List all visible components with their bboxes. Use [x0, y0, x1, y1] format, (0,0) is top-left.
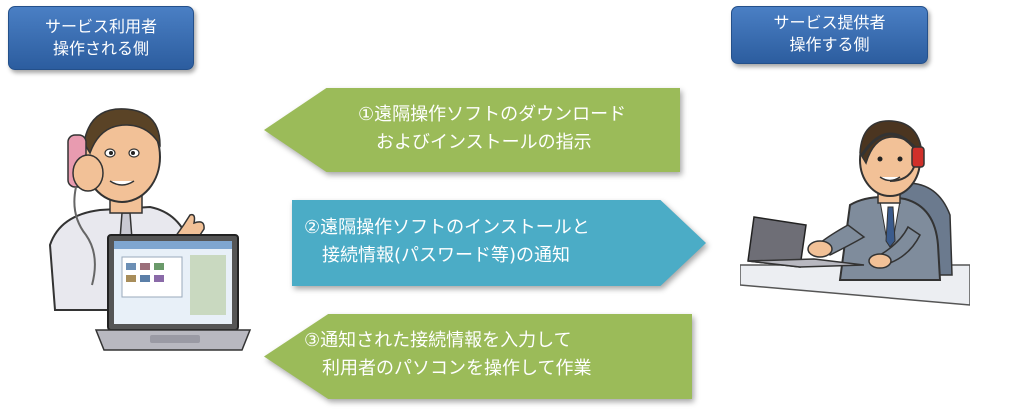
step3-line1: ③通知された接続情報を入力して [304, 330, 572, 351]
service-user-label: サービス利用者 操作される側 [8, 6, 194, 70]
step2-line1: ②遠隔操作ソフトのインストールと [304, 217, 590, 238]
step1-line2: およびインストールの指示 [376, 132, 592, 153]
service-provider-label: サービス提供者 操作する側 [731, 6, 928, 64]
service-provider-label-line2: 操作する側 [789, 35, 870, 54]
step3-arrow: ③通知された接続情報を入力して 利用者のパソコンを操作して作業 [264, 314, 692, 399]
step2-arrow: ②遠隔操作ソフトのインストールと 接続情報(パスワード等)の通知 [292, 200, 706, 286]
step1-line1: ①遠隔操作ソフトのダウンロード [358, 104, 627, 125]
service-provider-label-line1: サービス提供者 [773, 13, 886, 32]
step1-arrow: ①遠隔操作ソフトのダウンロード およびインストールの指示 [264, 88, 680, 172]
step2-line2: 接続情報(パスワード等)の通知 [322, 245, 571, 266]
right-arrow-shape [292, 200, 706, 286]
service-user-label-line1: サービス利用者 [44, 17, 157, 36]
service-user-label-line2: 操作される側 [52, 39, 149, 58]
left-arrow-shape [264, 88, 680, 172]
man-on-phone-with-laptop-icon [48, 108, 252, 351]
step2-text: ②遠隔操作ソフトのインストールと 接続情報(パスワード等)の通知 [304, 214, 590, 270]
left-arrow-shape [264, 314, 692, 399]
operator-with-headset-icon [740, 120, 970, 306]
step3-line2: 利用者のパソコンを操作して作業 [322, 358, 592, 379]
step3-text: ③通知された接続情報を入力して 利用者のパソコンを操作して作業 [304, 327, 591, 383]
step1-text: ①遠隔操作ソフトのダウンロード およびインストールの指示 [358, 101, 626, 157]
